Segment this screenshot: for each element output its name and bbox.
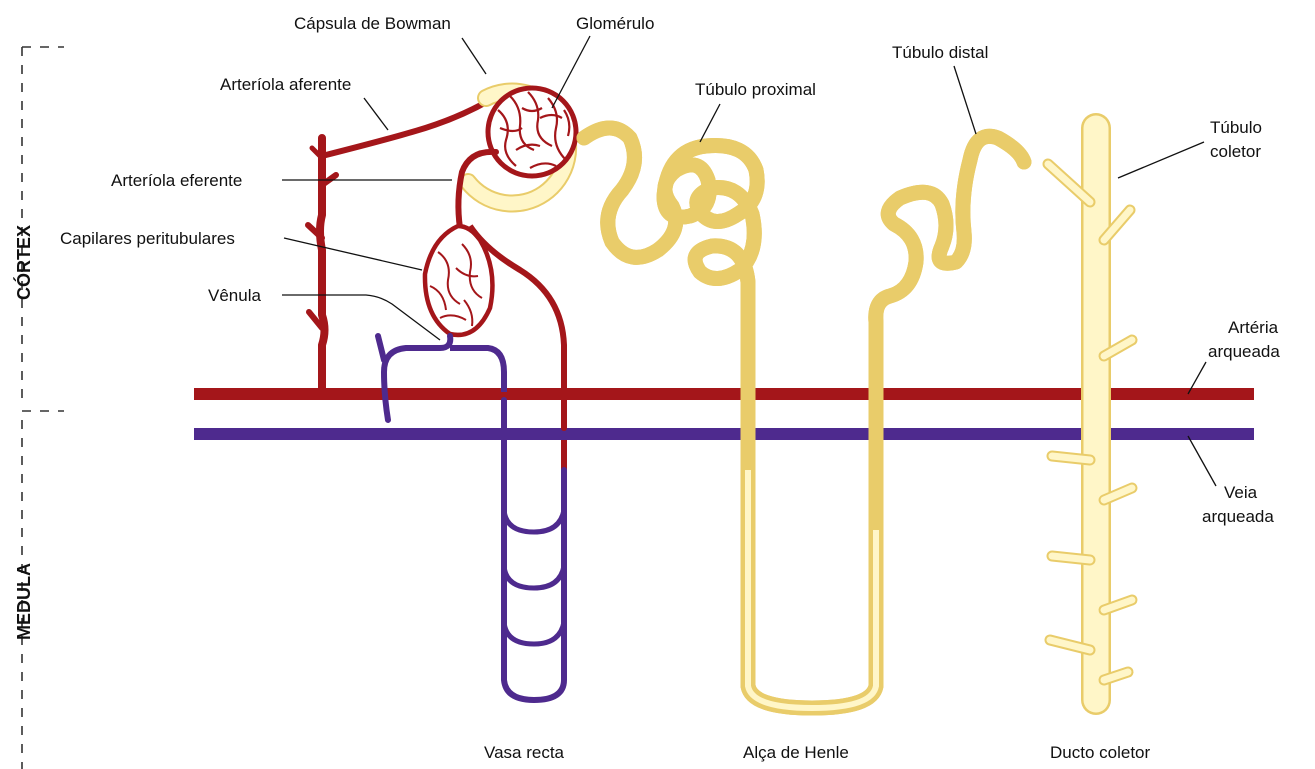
label-glomerulus: Glomérulo: [576, 14, 654, 33]
label-bowman-capsule: Cápsula de Bowman: [294, 14, 451, 33]
label-vasa-recta: Vasa recta: [484, 743, 565, 762]
label-collecting-tubule-line1: Túbulo: [1210, 118, 1262, 137]
venule: [384, 336, 450, 420]
label-peritubular-capillaries: Capilares peritubulares: [60, 229, 235, 248]
label-arcuate-vein-line2: arqueada: [1202, 507, 1274, 526]
leader-bowman-capsule: [462, 38, 486, 74]
leader-distal-tubule: [954, 66, 976, 134]
afferent-arteriole: [322, 100, 490, 156]
leader-glomerulus: [552, 36, 590, 108]
label-arcuate-vein-line1: Veia: [1224, 483, 1258, 502]
region-dividers: [22, 47, 64, 769]
interlobular-artery: [308, 138, 336, 392]
label-collecting-duct: Ducto coletor: [1050, 743, 1150, 762]
tubule: [584, 128, 1024, 708]
venule-branch: [378, 336, 384, 360]
vein-ascending: [450, 348, 504, 392]
glomerulus: [488, 88, 576, 176]
vasa-recta: [504, 400, 564, 700]
label-distal-tubule: Túbulo distal: [892, 43, 988, 62]
label-collecting-tubule-line2: coletor: [1210, 142, 1261, 161]
leader-afferent-arteriole: [364, 98, 388, 130]
label-arcuate-artery-line2: arqueada: [1208, 342, 1280, 361]
loop-of-henle-thin-segment: [748, 470, 876, 708]
label-efferent-arteriole: Arteríola eferente: [111, 171, 242, 190]
region-label-medulla: MEDULA: [14, 563, 34, 640]
label-afferent-arteriole: Arteríola aferente: [220, 75, 351, 94]
collecting-duct: [1048, 128, 1132, 700]
region-label-cortex: CÓRTEX: [13, 225, 34, 300]
leader-venule: [282, 295, 440, 340]
label-loop-of-henle: Alça de Henle: [743, 743, 849, 762]
label-venule: Vênula: [208, 286, 261, 305]
leader-collecting-tubule: [1118, 142, 1204, 178]
label-arcuate-artery-line1: Artéria: [1228, 318, 1279, 337]
leader-peritubular-capillaries: [284, 238, 422, 270]
leader-proximal-tubule: [700, 104, 720, 142]
leader-arcuate-vein: [1188, 436, 1216, 486]
label-proximal-tubule: Túbulo proximal: [695, 80, 816, 99]
